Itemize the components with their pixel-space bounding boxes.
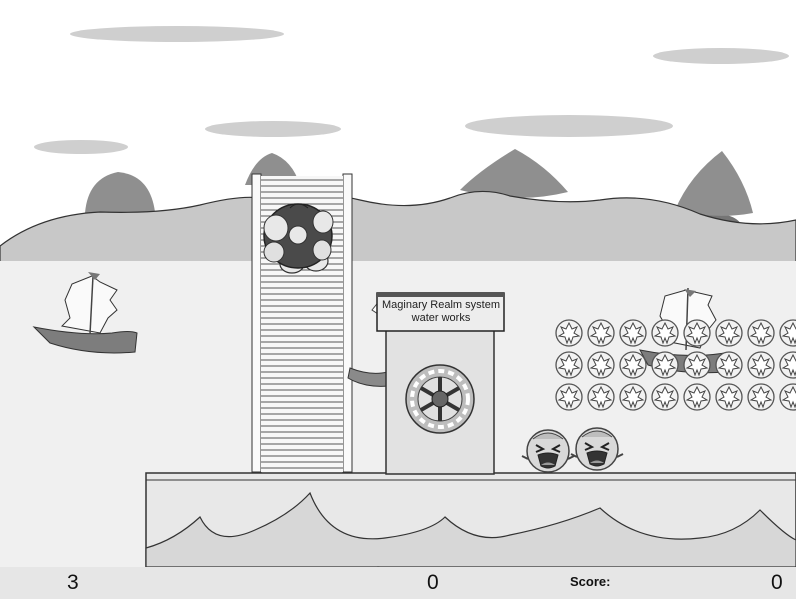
leaf-coin (587, 351, 615, 379)
leaf-coin (683, 383, 711, 411)
score-label: Score: (570, 574, 611, 589)
background-hills (0, 190, 796, 263)
leaf-coin (555, 351, 583, 379)
ground-platform (145, 472, 796, 568)
water-wheel-icon (405, 364, 475, 434)
water-works-sign: Maginary Realm system water works (377, 299, 505, 325)
leaf-coin (587, 383, 615, 411)
leaf-coin (555, 383, 583, 411)
leaf-coin (619, 383, 647, 411)
boat-left (32, 272, 138, 354)
player-character (263, 203, 334, 274)
leaf-coin (651, 351, 679, 379)
leaf-coin (619, 351, 647, 379)
leaf-coin (683, 319, 711, 347)
leaf-coin (555, 319, 583, 347)
hud-bar: 3 0 Score: 0 (0, 567, 796, 599)
leaf-coin (651, 319, 679, 347)
sign-line-1: Maginary Realm system (382, 299, 500, 311)
leaf-coin (747, 319, 775, 347)
leaf-coin (715, 319, 743, 347)
leaf-coin (747, 383, 775, 411)
leaf-coin (715, 383, 743, 411)
leaf-coin (715, 351, 743, 379)
clouds (34, 26, 789, 154)
score-value: 0 (771, 571, 783, 594)
leaf-coin (651, 383, 679, 411)
lives-count: 3 (67, 571, 79, 594)
leaf-coin (619, 319, 647, 347)
leaf-coin-grid (555, 319, 796, 411)
coin-count: 0 (427, 571, 439, 594)
leaf-coin (587, 319, 615, 347)
leaf-coin (683, 351, 711, 379)
leaf-coin (747, 351, 775, 379)
sign-line-2: water works (411, 312, 471, 324)
